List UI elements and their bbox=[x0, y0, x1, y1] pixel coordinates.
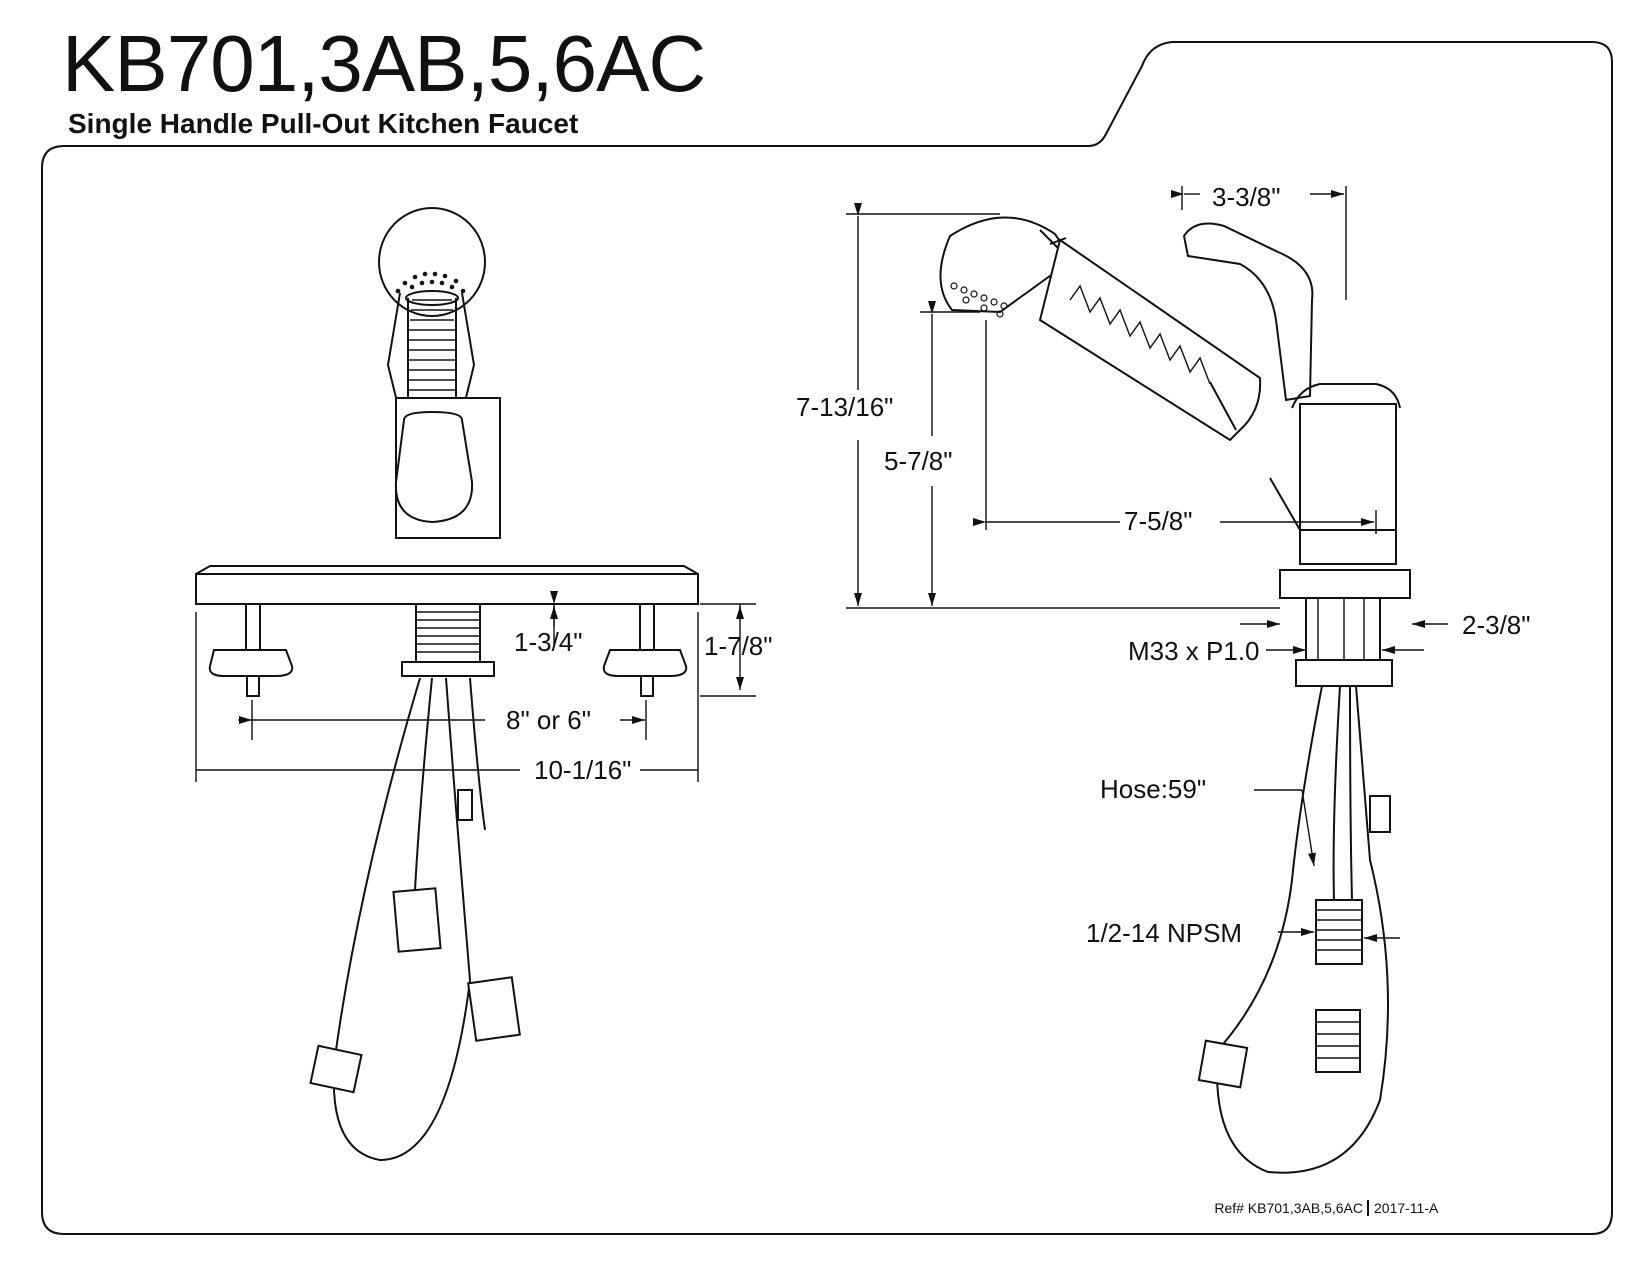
side-view: 3-3/8" 7-13/16" 5-7/8" 7-5/8" 2-3/8" M33… bbox=[796, 182, 1531, 1174]
dim-spout-height: 5-7/8" bbox=[884, 446, 953, 476]
hose-connector bbox=[1315, 1009, 1361, 1073]
dim-spout-reach: 7-5/8" bbox=[1124, 506, 1193, 536]
revision-code: 2017-11-A bbox=[1374, 1200, 1439, 1216]
dim-hole-spacing: 8" or 6" bbox=[506, 705, 591, 735]
model-number: KB701,3AB,5,6AC bbox=[62, 19, 706, 108]
dim-overall-height: 7-13/16" bbox=[796, 392, 893, 422]
left-bracket bbox=[208, 649, 294, 677]
right-bracket bbox=[602, 649, 688, 677]
lever-handle bbox=[1182, 222, 1314, 402]
front-view: 1-3/4" 1-7/8" 8" or 6" 10-1/16" bbox=[195, 207, 773, 1162]
handle bbox=[394, 410, 474, 524]
dim-shank-length: 1-3/4" bbox=[514, 627, 583, 657]
deck-plate bbox=[195, 573, 699, 605]
spray-head bbox=[378, 207, 486, 317]
hose-connector bbox=[467, 976, 521, 1042]
reference-number: Ref# KB701,3AB,5,6AC bbox=[1214, 1200, 1363, 1216]
dim-connection: 1/2-14 NPSM bbox=[1086, 918, 1242, 948]
dim-deckplate-width: 10-1/16" bbox=[534, 755, 631, 785]
base bbox=[1279, 569, 1411, 599]
dim-bolt-length: 1-7/8" bbox=[704, 631, 773, 661]
hose-connector bbox=[392, 887, 442, 953]
sheet-border bbox=[41, 41, 1613, 1235]
quick-connect bbox=[1197, 1039, 1249, 1089]
quick-connect bbox=[309, 1044, 363, 1094]
dim-hose-length: Hose:59" bbox=[1100, 774, 1206, 804]
product-description: Single Handle Pull-Out Kitchen Faucet bbox=[68, 108, 579, 139]
dim-handle-depth: 3-3/8" bbox=[1212, 182, 1281, 212]
dim-base-diameter: 2-3/8" bbox=[1462, 610, 1531, 640]
dim-thread: M33 x P1.0 bbox=[1128, 636, 1260, 666]
faucet-body bbox=[1299, 403, 1397, 565]
